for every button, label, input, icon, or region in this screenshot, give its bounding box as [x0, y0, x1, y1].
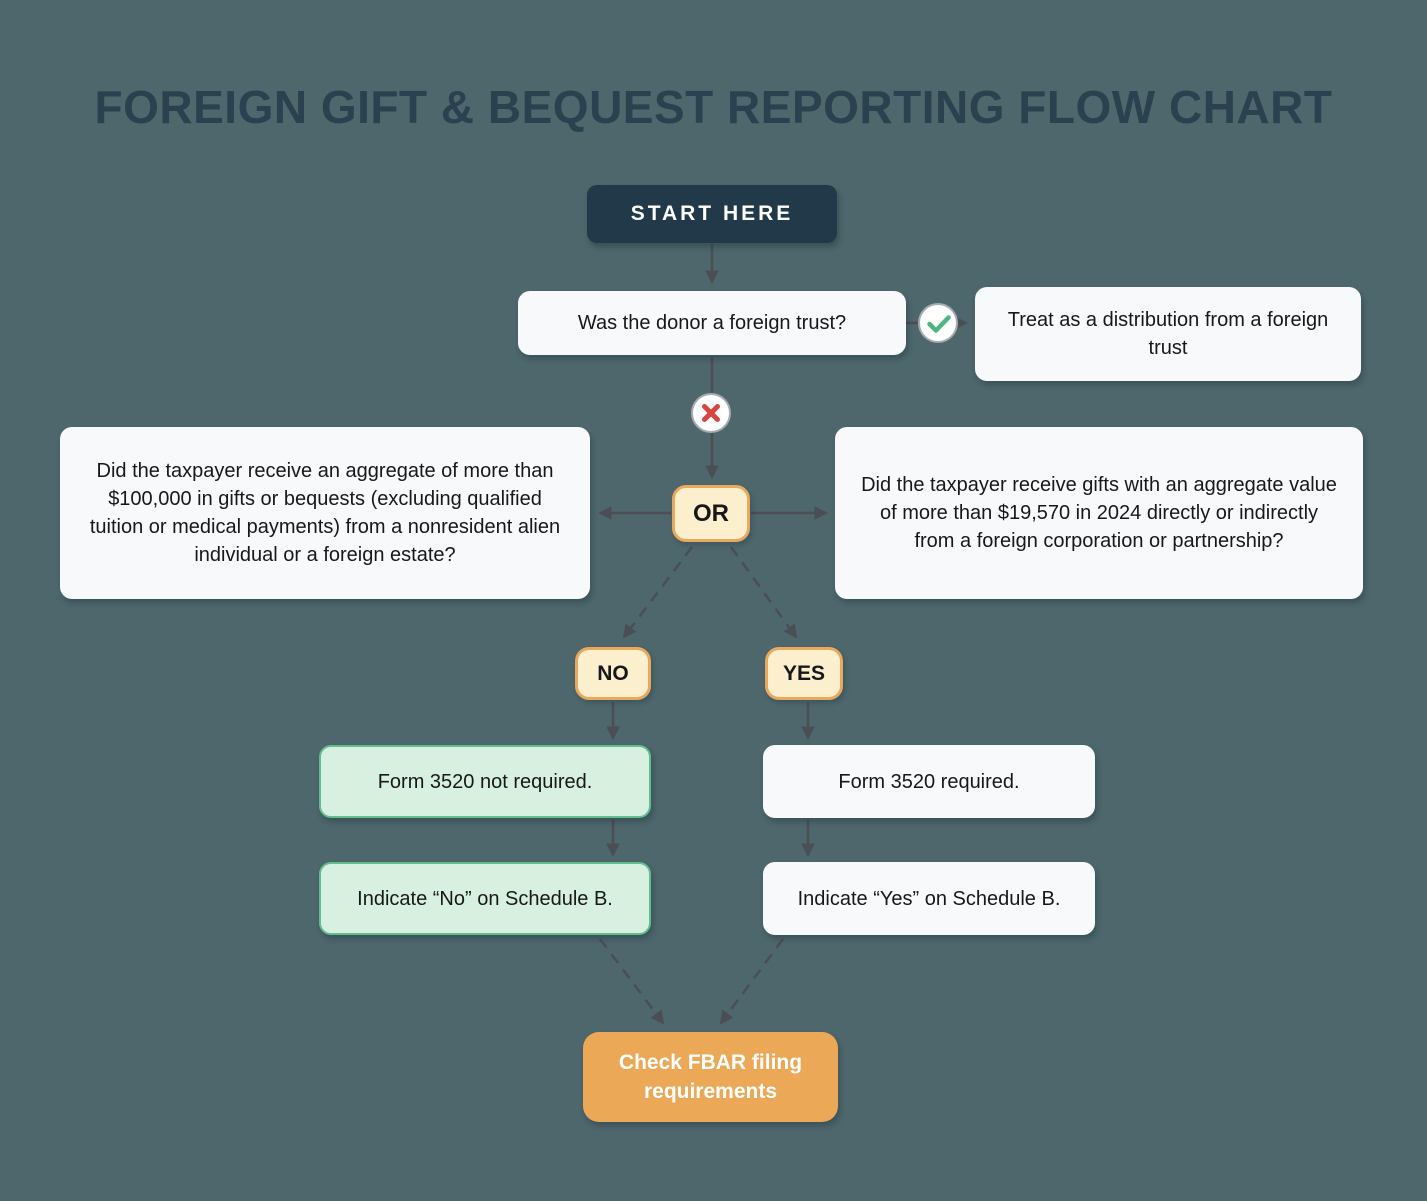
node-donor-question: Was the donor a foreign trust?	[518, 291, 906, 355]
node-or: OR	[672, 485, 750, 542]
edge-or-to-yes	[729, 546, 798, 639]
node-fbar: Check FBAR filing requirements	[583, 1032, 838, 1122]
node-yes: YES	[765, 647, 843, 700]
x-icon	[691, 393, 731, 433]
node-no: NO	[575, 647, 651, 700]
edge-schedule-no-to-fbar	[599, 938, 665, 1025]
node-schedule-no: Indicate “No” on Schedule B.	[319, 862, 651, 935]
node-corporation-question: Did the taxpayer receive gifts with an a…	[835, 427, 1363, 599]
node-start: START HERE	[587, 185, 837, 243]
page-title: FOREIGN GIFT & BEQUEST REPORTING FLOW CH…	[94, 81, 1333, 133]
node-form-not-required: Form 3520 not required.	[319, 745, 651, 818]
node-schedule-yes: Indicate “Yes” on Schedule B.	[763, 862, 1095, 935]
edge-schedule-yes-to-fbar	[719, 938, 785, 1025]
node-form-required: Form 3520 required.	[763, 745, 1095, 818]
node-individual-question: Did the taxpayer receive an aggregate of…	[60, 427, 590, 599]
check-icon	[918, 303, 958, 343]
node-treat-distribution: Treat as a distribution from a foreign t…	[975, 287, 1361, 381]
edge-or-to-no	[622, 546, 693, 639]
